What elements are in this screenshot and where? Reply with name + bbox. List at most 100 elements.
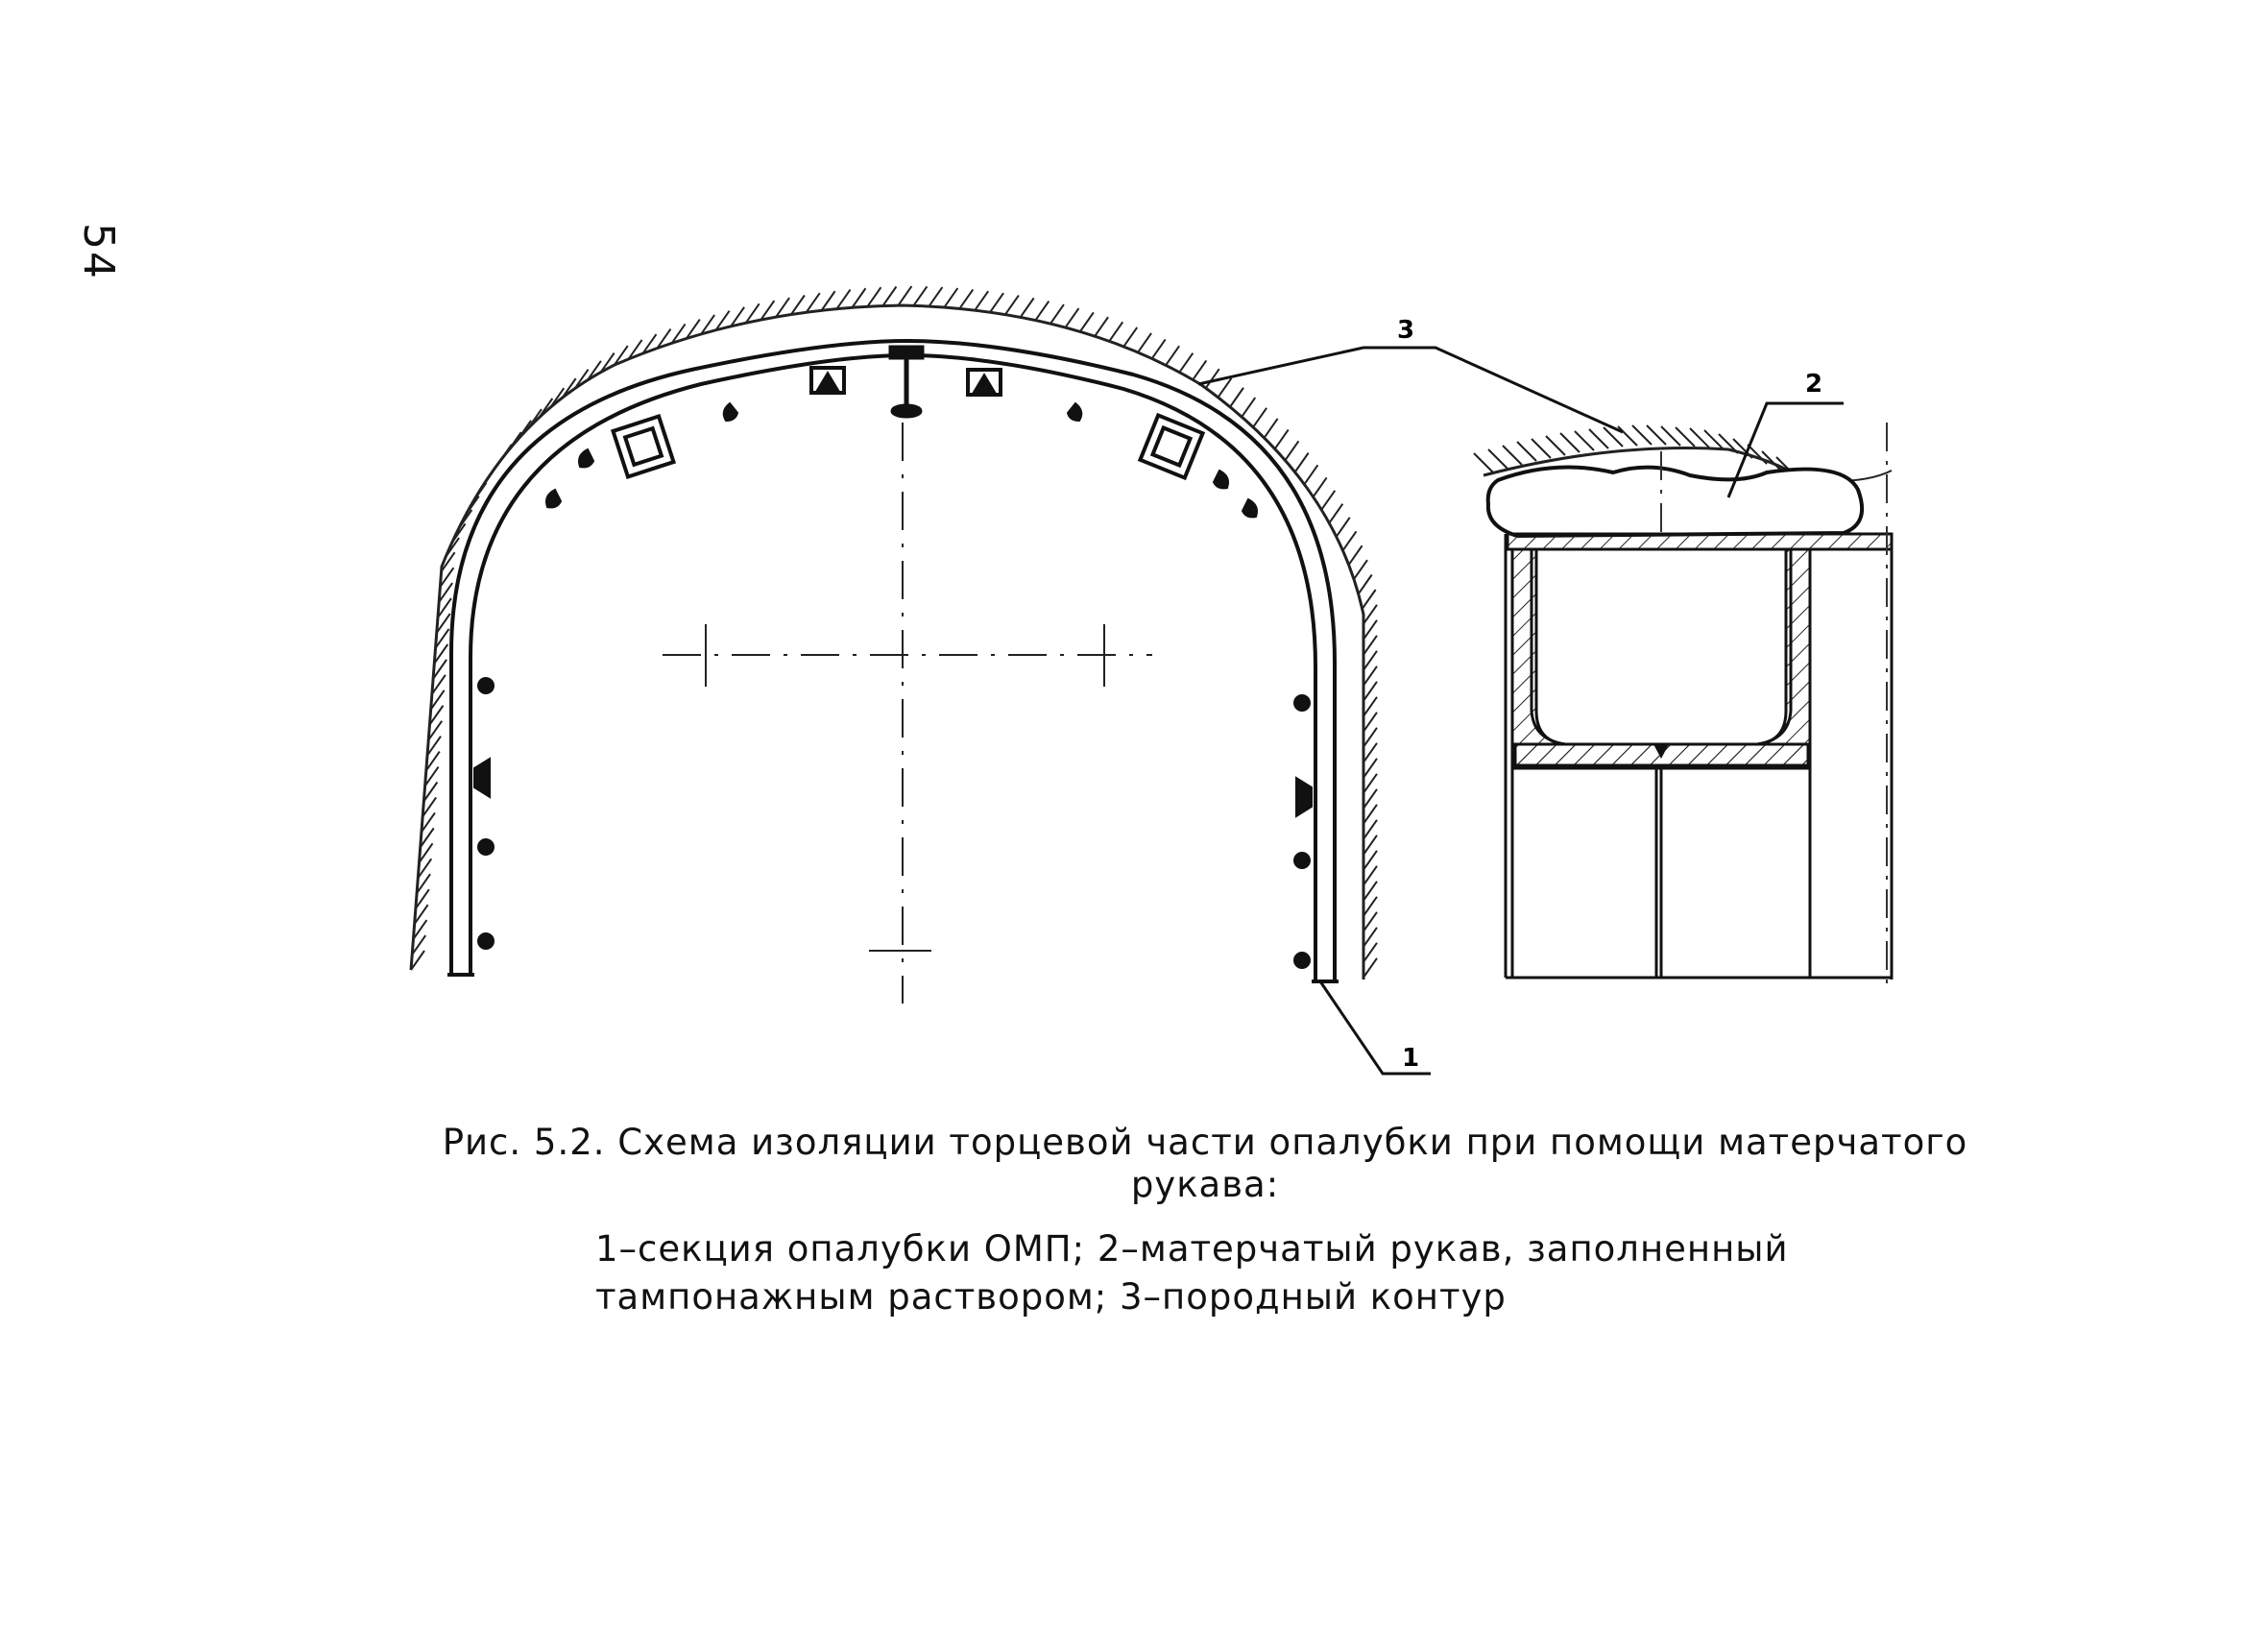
- hatch-tick: [670, 323, 687, 344]
- hatch-tick: [1363, 696, 1378, 717]
- hatch-tick: [1363, 865, 1378, 886]
- hatch-tick: [415, 888, 430, 909]
- hatch-tick: [433, 643, 449, 665]
- hatch-tick: [1094, 316, 1109, 337]
- hatch-tick: [438, 582, 453, 603]
- hatch-tick: [1217, 377, 1233, 399]
- hatch-tick: [1019, 297, 1035, 318]
- hatch-tick: [413, 904, 429, 925]
- leaders: [1197, 346, 1844, 1076]
- hatch-tick: [1241, 397, 1257, 418]
- hatch-tick: [866, 286, 882, 307]
- hatch-tick: [835, 289, 852, 310]
- hatch-tick: [422, 796, 437, 818]
- hatch-tick: [641, 333, 658, 354]
- top-plate: [1506, 532, 1894, 551]
- hatch-tick: [1357, 573, 1373, 595]
- detail-frame: [1504, 534, 1894, 980]
- hatch-tick: [912, 285, 929, 306]
- hatch-tick: [1353, 559, 1368, 580]
- hatch-tick: [561, 377, 577, 399]
- centerlines: [663, 423, 1152, 1004]
- hatch-tick: [427, 720, 444, 741]
- hatch-tick: [1312, 476, 1328, 497]
- hatch-tick: [730, 306, 745, 327]
- hatch-tick: [538, 398, 554, 419]
- hatch-tick: [1363, 712, 1378, 733]
- hatch-tick: [428, 705, 445, 726]
- legend-line-2: тампонажным раствором; 3–породный контур: [595, 1276, 1507, 1318]
- hatch-tick: [1004, 295, 1020, 316]
- hatch-tick: [412, 919, 428, 940]
- hatch-tick: [426, 736, 442, 757]
- hatch-tick: [419, 827, 435, 848]
- hatch-tick: [431, 674, 446, 695]
- hatch-tick: [506, 431, 522, 452]
- rock-contour-hatch: [409, 285, 1378, 980]
- caption-line-2: рукава:: [1130, 1164, 1280, 1205]
- hatch-tick: [439, 567, 455, 588]
- hatch-tick: [943, 287, 959, 308]
- hatch-tick: [714, 310, 731, 331]
- hatch-tick: [1252, 407, 1267, 428]
- hatch-tick: [464, 496, 480, 517]
- hatch-tick: [627, 339, 643, 360]
- hatch-tick: [411, 934, 427, 956]
- hatch-tick: [1363, 881, 1378, 902]
- hatch-tick: [1150, 338, 1167, 360]
- hatch-tick: [1363, 665, 1378, 687]
- hatch-tick: [1273, 428, 1290, 450]
- hatch-tick: [1363, 957, 1378, 979]
- hatch-tick: [1050, 303, 1065, 325]
- hatch-tick: [429, 689, 446, 711]
- callout-2: 2: [1805, 370, 1822, 399]
- hatch-tick: [1122, 327, 1139, 348]
- hatch-tick: [1064, 307, 1080, 328]
- hatch-tick: [1363, 773, 1378, 794]
- detail-hatch: [1473, 424, 1797, 477]
- hatch-tick: [587, 360, 602, 381]
- detail-section: [1473, 423, 1894, 989]
- hatch-tick: [1328, 503, 1344, 524]
- hatch-tick: [421, 811, 436, 833]
- hatch-tick: [760, 300, 776, 321]
- hatch-tick: [1341, 530, 1358, 551]
- hatch-tick: [1363, 942, 1378, 963]
- hatch-tick: [958, 288, 975, 310]
- hatch-tick: [1363, 911, 1378, 932]
- hatch-tick: [445, 537, 460, 558]
- hatch-tick: [417, 858, 433, 879]
- hatch-tick: [1165, 345, 1180, 366]
- cloth-sleeve: [1485, 465, 1864, 539]
- hatch-tick: [820, 290, 836, 311]
- hatch-tick: [573, 369, 590, 390]
- hatch-tick: [1079, 311, 1095, 332]
- hatch-tick: [686, 318, 701, 340]
- hatch-tick: [1363, 635, 1378, 656]
- hatch-tick: [1293, 452, 1310, 473]
- hatch-tick: [775, 297, 790, 318]
- hatch-tick: [434, 628, 450, 649]
- hatch-tick: [1363, 927, 1378, 948]
- hatch-tick: [1363, 619, 1378, 641]
- hatch-tick: [1361, 589, 1377, 610]
- hatch-tick: [989, 292, 1004, 313]
- hatch-tick: [517, 420, 532, 441]
- rock-hatch-ticks: [410, 285, 1378, 979]
- hatch-tick: [418, 842, 434, 863]
- hatch-tick: [471, 482, 488, 503]
- figure-caption: Рис. 5.2. Схема изоляции торцевой части …: [394, 1122, 2016, 1206]
- top-anchor: [888, 345, 925, 419]
- hatch-tick: [1363, 835, 1378, 856]
- hatch-tick: [457, 509, 473, 530]
- ribs: [610, 366, 1206, 481]
- hatch-tick: [437, 597, 452, 618]
- hatch-tick: [851, 287, 867, 308]
- hatch-tick: [974, 290, 990, 311]
- box-beam: [1510, 547, 1812, 770]
- figure-legend: 1–секция опалубки ОМП; 2–матерчатый рука…: [595, 1225, 1978, 1321]
- hatch-tick: [432, 659, 447, 680]
- hatch-tick: [549, 387, 566, 408]
- hatch-tick: [1363, 758, 1378, 779]
